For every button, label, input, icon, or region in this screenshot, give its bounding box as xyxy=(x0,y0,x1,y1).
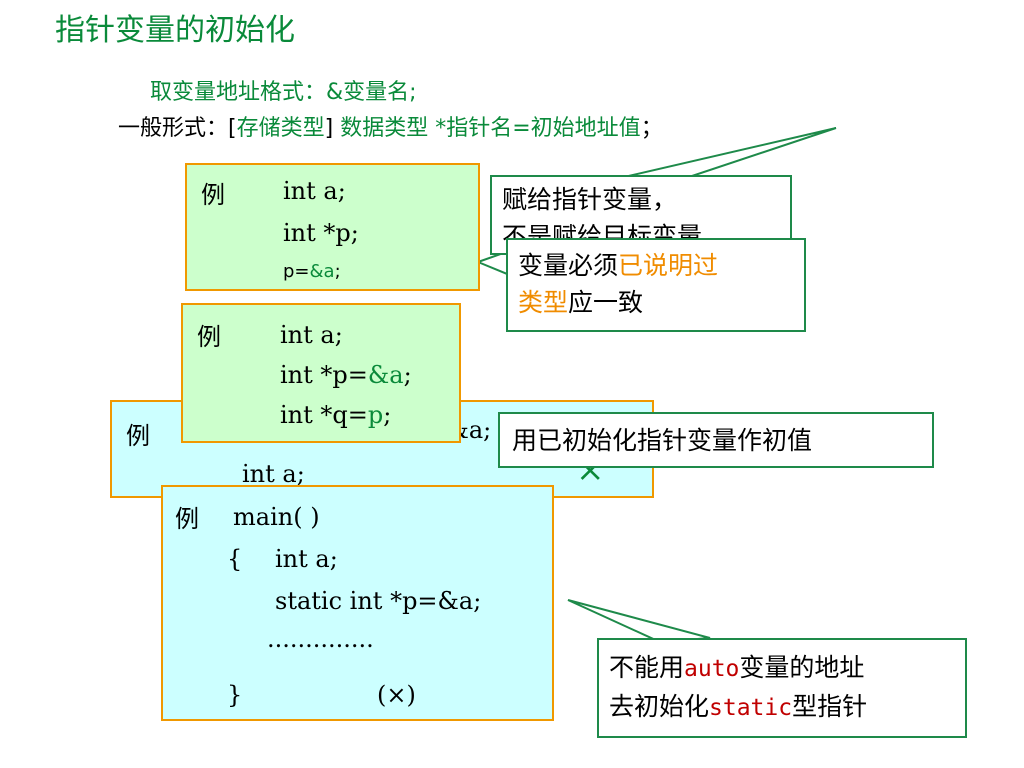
example-4-close-brace: } xyxy=(227,681,243,709)
callout4-line2-post: 型指针 xyxy=(792,692,868,721)
example-2-line2: int *p=&a; xyxy=(280,361,412,389)
callout-variable-declared: 变量必须已说明过 类型应一致 xyxy=(506,238,806,332)
example-3-label: 例 xyxy=(126,422,150,450)
callout4-pointer xyxy=(567,599,711,644)
example-1-line3-pre: p= xyxy=(283,261,310,282)
callout1-line1: 赋给指针变量， xyxy=(502,185,678,214)
example-4-open-brace: { xyxy=(227,545,243,573)
example-1-box: 例 int a; int *p; p=&a; xyxy=(185,163,480,291)
example-4-mark: (×) xyxy=(377,681,416,709)
callout-initialized-pointer: 用已初始化指针变量作初值 xyxy=(498,412,934,468)
example-2-line3-post: ; xyxy=(383,401,392,429)
example-1-line3-post: ; xyxy=(334,261,341,282)
data-type: 数据类型 xyxy=(340,116,429,141)
callout2-line1-pre: 变量必须 xyxy=(518,251,619,280)
callout2-line1: 变量必须已说明过 xyxy=(518,247,804,284)
callout2-line2-post: 应一致 xyxy=(568,288,644,317)
callout4-line2: 去初始化static型指针 xyxy=(609,688,965,727)
callout4-line1-post: 变量的地址 xyxy=(739,653,865,682)
callout4-line2-keyword: static xyxy=(709,695,793,721)
example-2-line3: int *q=p; xyxy=(280,401,391,429)
callout2-line1-highlight: 已说明过 xyxy=(618,251,719,280)
example-2-line2-amp: &a xyxy=(367,361,404,389)
callout-auto-static: 不能用auto变量的地址 去初始化static型指针 xyxy=(597,638,967,738)
example-4-line2: int a; xyxy=(275,545,338,573)
callout4-line1: 不能用auto变量的地址 xyxy=(609,649,965,688)
callout4-line2-pre: 去初始化 xyxy=(609,692,710,721)
example-1-line3: p=&a; xyxy=(283,261,341,282)
example-1-label: 例 xyxy=(201,181,225,209)
bracket-close: ] xyxy=(324,116,334,141)
storage-type: 存储类型 xyxy=(236,116,325,141)
example-1-line3-amp: &a xyxy=(309,261,335,282)
example-4-box: 例 main( ) { int a; static int *p=&a; ...… xyxy=(161,485,554,721)
example-2-label: 例 xyxy=(197,323,221,351)
example-2-line3-p: p xyxy=(367,401,384,429)
general-form-line: 一般形式：[存储类型] 数据类型 *指针名=初始地址值； xyxy=(118,110,663,142)
example-1-line2: int *p; xyxy=(283,219,359,247)
address-format-label: 取变量地址格式： xyxy=(150,80,327,105)
address-format-line: 取变量地址格式：&变量名; xyxy=(150,74,417,106)
address-format-expr: &变量名; xyxy=(326,80,417,105)
callout2-line2: 类型应一致 xyxy=(518,284,804,321)
initial-address: 初始地址值 xyxy=(530,116,641,141)
callout4-line1-keyword: auto xyxy=(684,656,740,682)
example-4-label: 例 xyxy=(175,505,199,533)
pointer-name: *指针名= xyxy=(435,116,531,141)
callout4-line1-pre: 不能用 xyxy=(609,653,685,682)
example-4-line4: .............. xyxy=(267,625,374,653)
example-4-line1: main( ) xyxy=(233,503,320,531)
callout3-text: 用已初始化指针变量作初值 xyxy=(512,426,813,455)
example-2-line3-pre: int *q= xyxy=(280,401,368,429)
bracket-open: [ xyxy=(228,116,237,141)
example-4-line3: static int *p=&a; xyxy=(275,587,482,615)
example-2-line1: int a; xyxy=(280,321,343,349)
example-3-line2: int a; xyxy=(242,460,305,488)
example-2-line2-post: ; xyxy=(403,361,412,389)
example-1-line1: int a; xyxy=(283,177,346,205)
page-title: 指针变量的初始化 xyxy=(55,13,295,48)
example-2-box: 例 int a; int *p=&a; int *q=p; xyxy=(181,303,461,443)
callout2-line2-highlight: 类型 xyxy=(518,288,569,317)
general-form-label: 一般形式： xyxy=(118,116,229,141)
example-2-line2-pre: int *p= xyxy=(280,361,368,389)
format-semicolon: ； xyxy=(640,116,663,141)
